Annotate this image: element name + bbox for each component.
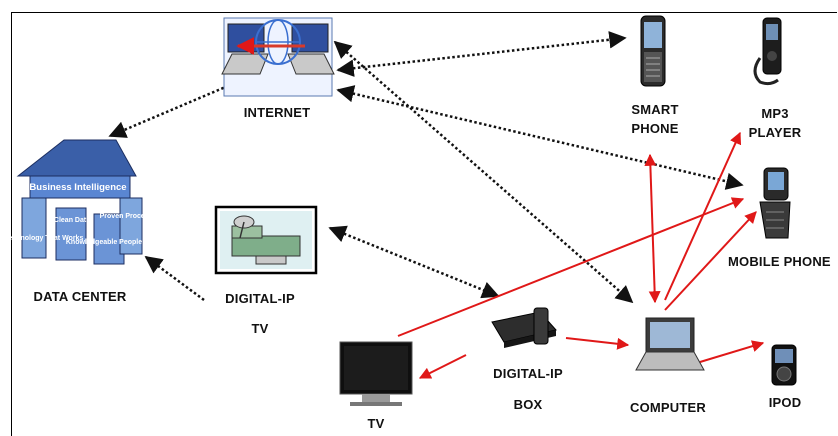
smart-phone-label-line1: SMART — [631, 102, 679, 117]
link-internet-datacenter — [108, 78, 243, 138]
datacenter-pillar-3: Knowledgeable People — [66, 239, 142, 246]
datacenter-roof-text: Business Intelligence — [29, 182, 126, 193]
tv-label: TV — [367, 416, 385, 431]
diagram-frame — [11, 12, 837, 436]
computer-icon — [635, 317, 705, 371]
tv-icon — [339, 341, 413, 406]
mobile-phone-label: MOBILE PHONE — [728, 254, 831, 269]
link-internet-smartphone — [336, 31, 627, 77]
digital-ip-box-label-line1: DIGITAL-IP — [493, 366, 563, 381]
digital-ip-box-label: DIGITAL-IP BOX — [478, 358, 578, 420]
smart-phone-label-line2: PHONE — [631, 121, 679, 136]
link-internet-computer — [333, 40, 634, 304]
ipod-icon — [771, 344, 797, 386]
link-box-tv — [418, 354, 467, 379]
digital-ip-tv-label-line1: DIGITAL-IP — [225, 291, 295, 306]
link-computer-mp3 — [664, 131, 742, 301]
link-computer-smartphone — [644, 153, 661, 304]
digital-ip-tv-label: DIGITAL-IP TV — [210, 284, 310, 344]
digital-ip-tv-label-line2: TV — [251, 321, 269, 336]
data-center-label: DATA CENTER — [33, 289, 127, 304]
datacenter-pillar-4: Proven Processes — [100, 213, 161, 220]
link-computer-mobilephone — [664, 211, 757, 311]
mp3-player-icon — [753, 17, 782, 86]
mp3-player-label-line2: PLAYER — [748, 125, 802, 140]
digital-ip-box-icon — [491, 307, 557, 348]
datacenter-pillar-2: Clean Data — [54, 217, 90, 224]
datacenter-pillar-1: Technology That Works — [5, 235, 84, 242]
link-box-computer — [565, 337, 630, 350]
link-computer-ipod — [699, 340, 765, 363]
digital-ip-tv-icon — [214, 205, 318, 275]
smart-phone-label: SMART PHONE — [620, 100, 690, 138]
link-iptv-datacenter — [144, 255, 205, 302]
mp3-player-label-line1: MP3 — [761, 106, 789, 121]
ipod-label: IPOD — [768, 395, 802, 410]
link-iptv-box — [328, 225, 500, 299]
link-internet-mobilephone — [336, 85, 744, 190]
computer-label: COMPUTER — [630, 400, 706, 415]
digital-ip-box-label-line2: BOX — [513, 397, 543, 412]
internet-icon — [221, 17, 335, 97]
internet-label: INTERNET — [243, 105, 311, 120]
smart-phone-icon — [640, 15, 666, 87]
data-center-icon: Business Intelligence Technology That Wo… — [5, 139, 161, 265]
mp3-player-label: MP3 PLAYER — [740, 104, 810, 142]
link-tv-mobilephone — [397, 197, 745, 337]
mobile-phone-icon — [759, 167, 791, 239]
